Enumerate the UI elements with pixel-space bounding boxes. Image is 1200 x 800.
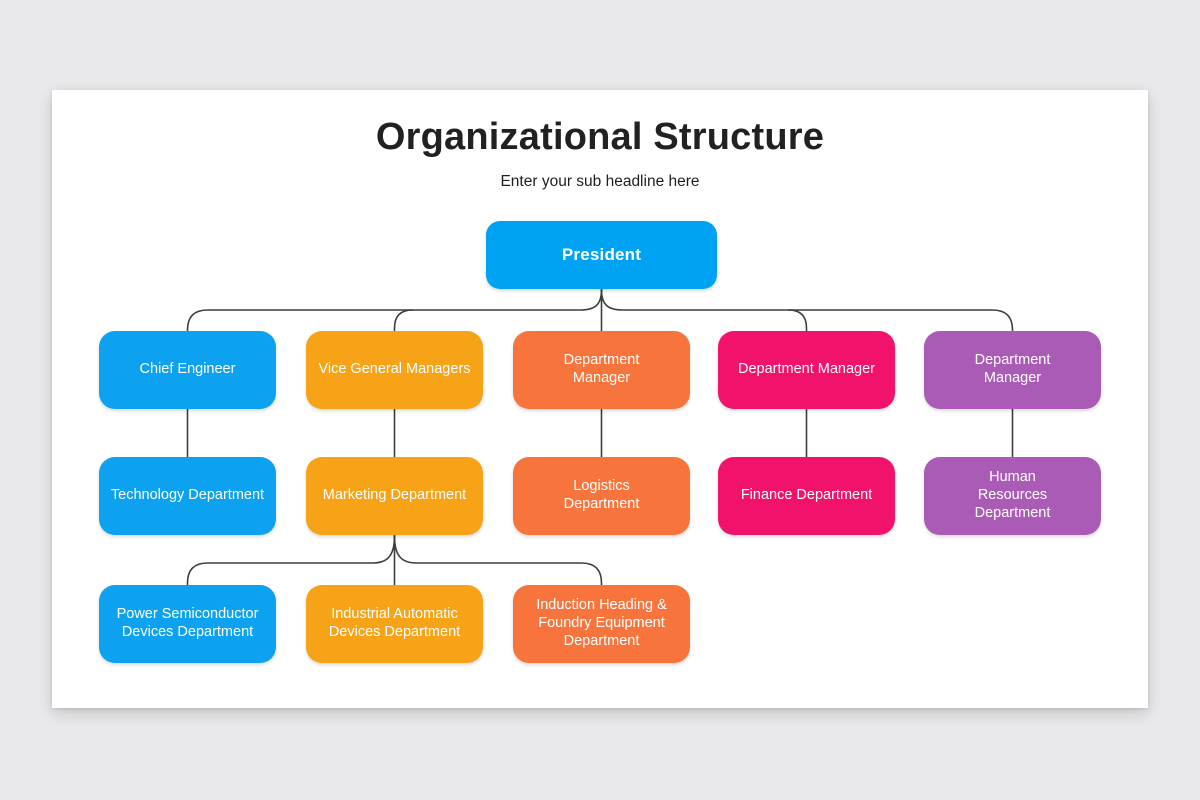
slide-card: Organizational Structure Enter your sub … xyxy=(52,90,1148,708)
org-node-vice-general-managers: Vice General Managers xyxy=(306,331,483,409)
org-node-finance-department: Finance Department xyxy=(718,457,895,535)
org-node-label: Department Manager xyxy=(974,352,1051,386)
org-node-label: Finance Department xyxy=(740,487,873,504)
org-node-chief-engineer: Chief Engineer xyxy=(99,331,276,409)
org-node-label: Department Manager xyxy=(563,352,640,386)
org-node-industrial-automatic-devices-department: Industrial Automatic Devices Department xyxy=(306,585,483,663)
org-node-marketing-department: Marketing Department xyxy=(306,457,483,535)
connector-drop-col2 xyxy=(393,309,414,333)
org-node-department-manager-logistics: Department Manager xyxy=(513,331,690,409)
org-node-label: Technology Department xyxy=(110,487,265,504)
connector-president-right-bus xyxy=(600,289,1014,333)
connector-marketing-left-bus xyxy=(186,535,396,587)
org-node-label: Induction Heading & Foundry Equipment De… xyxy=(536,597,667,649)
org-node-label: Vice General Managers xyxy=(318,361,471,378)
org-node-department-manager-finance: Department Manager xyxy=(718,331,895,409)
org-node-label: Human Resources Department xyxy=(974,469,1051,521)
connector-drop-col4 xyxy=(787,309,808,333)
org-node-label: Industrial Automatic Devices Department xyxy=(328,606,461,640)
connector-marketing-right-bus xyxy=(393,535,603,587)
org-node-technology-department: Technology Department xyxy=(99,457,276,535)
connector-president-left-bus xyxy=(186,289,603,333)
org-node-human-resources-department: Human Resources Department xyxy=(924,457,1101,535)
org-node-label: Chief Engineer xyxy=(139,361,236,378)
org-node-logistics-department: Logistics Department xyxy=(513,457,690,535)
org-node-label: Power Semiconductor Devices Department xyxy=(116,606,259,640)
org-node-president: President xyxy=(486,221,717,289)
slide-subtitle: Enter your sub headline here xyxy=(500,173,700,190)
org-node-label: Department Manager xyxy=(737,361,875,378)
org-node-induction-heading-foundry-equipment-department: Induction Heading & Foundry Equipment De… xyxy=(513,585,690,663)
org-node-department-manager-hr: Department Manager xyxy=(924,331,1101,409)
org-node-power-semiconductor-devices-department: Power Semiconductor Devices Department xyxy=(99,585,276,663)
org-node-label: Marketing Department xyxy=(322,487,467,504)
slide-title: Organizational Structure xyxy=(375,116,825,158)
org-node-label: Logistics Department xyxy=(563,478,640,512)
org-node-label: President xyxy=(561,245,642,265)
